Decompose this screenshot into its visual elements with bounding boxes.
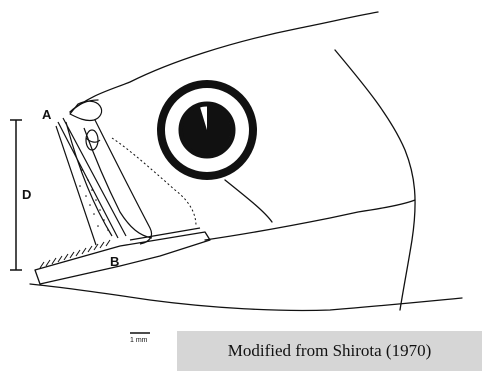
eye [161,84,253,176]
lower-jaw [35,228,210,284]
label-a: A [42,107,52,122]
lower-teeth [40,240,110,268]
figure-caption: Modified from Shirota (1970) [177,331,482,371]
label-d: D [22,187,31,202]
upper-jaw [56,101,152,245]
scale-bar: 1 mm [130,333,150,344]
operculum-lines [225,50,415,310]
label-b: B [110,254,119,269]
suborbital-dotted-outline [112,138,196,226]
scale-bar-label: 1 mm [130,337,148,344]
measurement-bracket-d [10,120,22,270]
